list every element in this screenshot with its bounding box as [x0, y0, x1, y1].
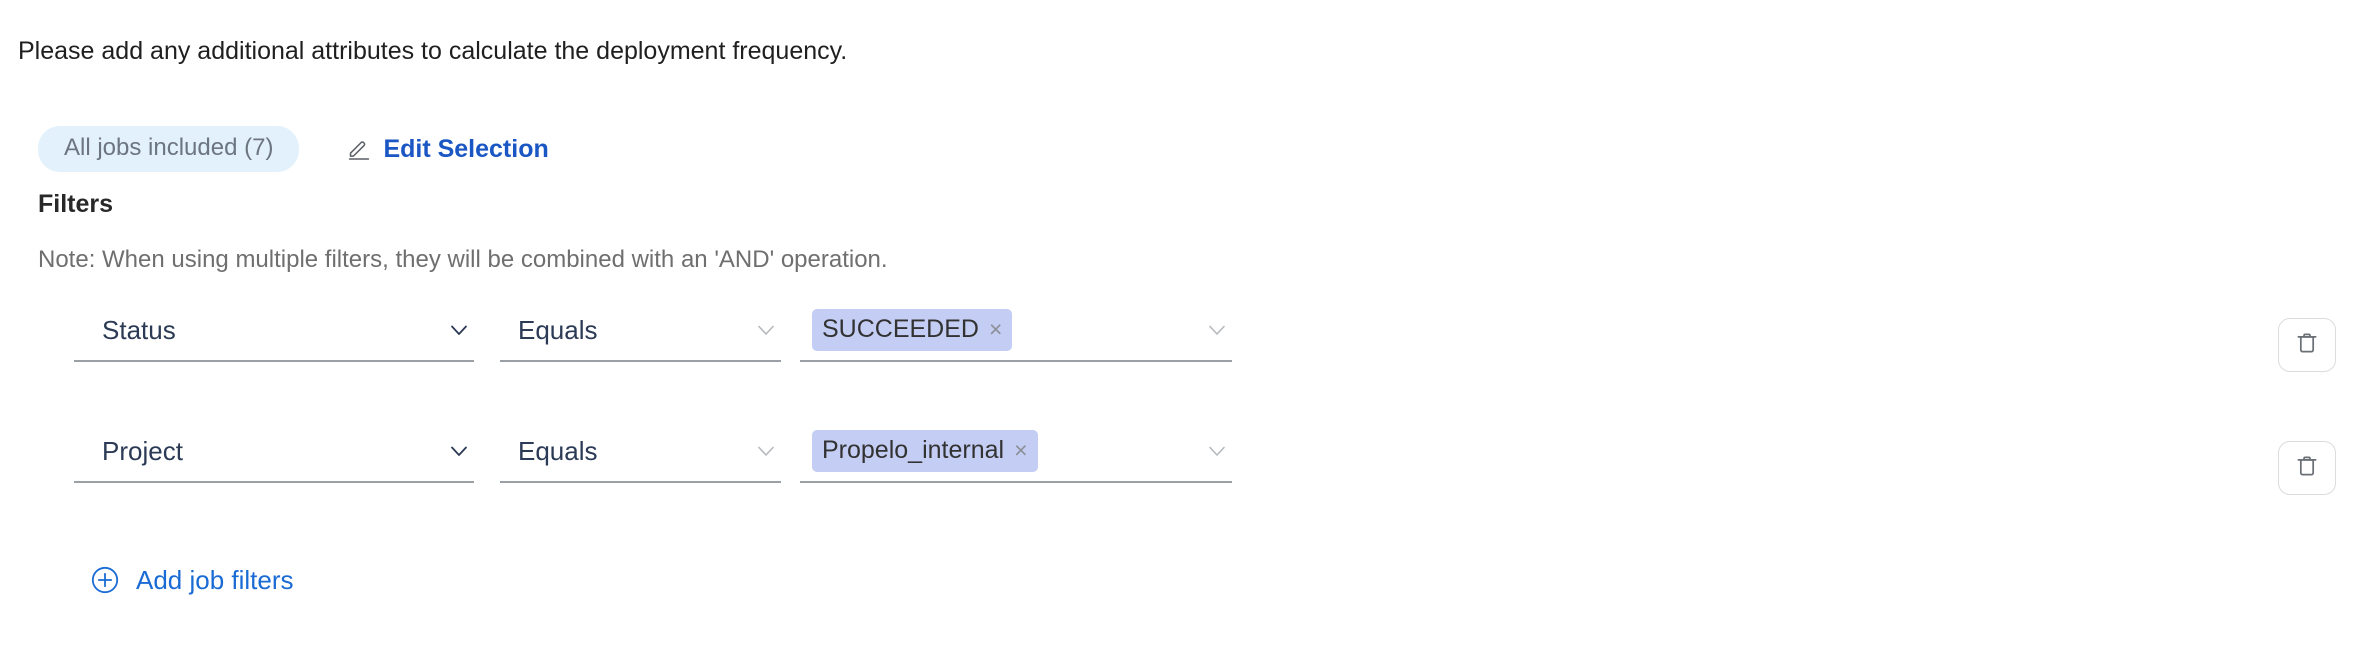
delete-filter-button[interactable]	[2278, 318, 2336, 372]
filter-operator-value: Equals	[518, 436, 598, 466]
filter-operator-select[interactable]: Equals	[500, 300, 781, 362]
all-jobs-included-badge: All jobs included (7)	[38, 126, 300, 172]
add-job-filters-label: Add job filters	[136, 565, 294, 595]
delete-filter-button[interactable]	[2278, 441, 2336, 495]
pencil-icon	[347, 137, 371, 161]
filter-operator-value: Equals	[518, 315, 598, 345]
trash-icon	[2294, 453, 2320, 484]
close-icon[interactable]: ×	[1014, 436, 1028, 463]
edit-selection-label: Edit Selection	[383, 135, 549, 163]
chevron-down-icon	[751, 315, 781, 345]
filter-value-chips: SUCCEEDED ×	[812, 309, 1190, 351]
add-job-filters-button[interactable]: Add job filters	[90, 565, 294, 595]
filter-key-select[interactable]: Project	[74, 421, 474, 483]
value-chip[interactable]: SUCCEEDED ×	[812, 309, 1013, 351]
trash-icon	[2294, 330, 2320, 361]
filter-key-select[interactable]: Status	[74, 300, 474, 362]
filters-note: Note: When using multiple filters, they …	[38, 246, 888, 273]
chevron-down-icon	[1202, 315, 1232, 345]
plus-circle-icon	[90, 565, 120, 595]
filter-key-value: Project	[102, 436, 183, 466]
chevron-down-icon	[751, 436, 781, 466]
close-icon[interactable]: ×	[988, 315, 1003, 342]
value-chip[interactable]: Propelo_internal ×	[812, 430, 1038, 472]
chevron-down-icon	[1202, 436, 1232, 466]
filter-value-select[interactable]: SUCCEEDED ×	[800, 300, 1232, 362]
edit-selection-button[interactable]: Edit Selection	[347, 135, 549, 163]
value-chip-label: Propelo_internal	[822, 436, 1005, 464]
filter-value-select[interactable]: Propelo_internal ×	[800, 421, 1232, 483]
intro-text: Please add any additional attributes to …	[18, 37, 848, 65]
job-selection-row: All jobs included (7) Edit Selection	[38, 126, 549, 172]
chevron-down-icon	[444, 315, 474, 345]
filters-heading: Filters	[38, 190, 114, 218]
filter-key-value: Status	[102, 315, 176, 345]
filter-value-chips: Propelo_internal ×	[812, 430, 1190, 472]
filter-operator-select[interactable]: Equals	[500, 421, 781, 483]
value-chip-label: SUCCEEDED	[822, 315, 979, 343]
chevron-down-icon	[444, 436, 474, 466]
